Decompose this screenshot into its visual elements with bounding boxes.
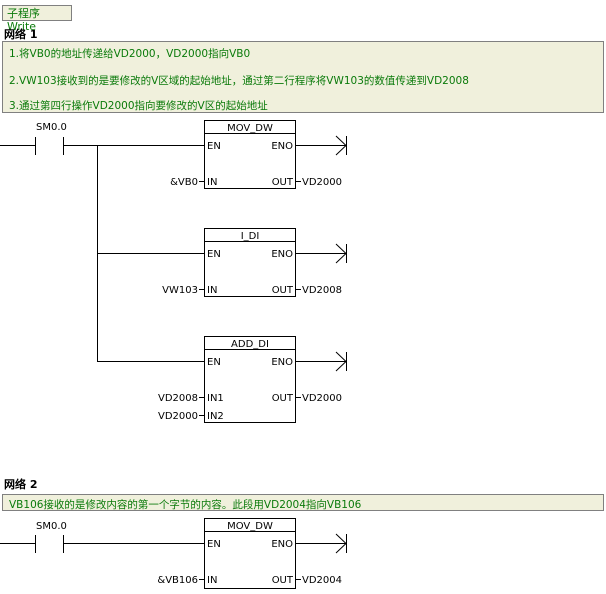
- box-add-di[interactable]: [204, 336, 296, 423]
- box-3-out-value[interactable]: VD2000: [302, 393, 342, 404]
- output-coil-arrow-3[interactable]: [335, 351, 347, 372]
- box-2-out-pin: OUT: [272, 285, 294, 296]
- network-2-comment[interactable]: VB106接收的是修改内容的第一个字节的内容。此段用VD2004指向VB106: [2, 494, 604, 511]
- box-1-name: MOV_DW: [227, 123, 273, 134]
- box-3-in1-pin: IN1: [207, 393, 224, 404]
- network-1-comment[interactable]: 1.将VB0的地址传递给VD2000，VD2000指向VB0 2.VW103接收…: [2, 41, 604, 113]
- contact-sm0-0-net2[interactable]: [35, 535, 64, 553]
- box-mov-dw-2[interactable]: [204, 518, 296, 589]
- box-4-en: EN: [207, 539, 221, 550]
- network-1-title[interactable]: 网络 1: [4, 28, 38, 41]
- network-1-comment-line-1: 1.将VB0的地址传递给VD2000，VD2000指向VB0: [9, 48, 251, 60]
- output-coil-arrow-2[interactable]: [335, 243, 347, 264]
- box-1-eno: ENO: [271, 141, 293, 152]
- box-2-en: EN: [207, 249, 221, 260]
- box-3-eno: ENO: [271, 357, 293, 368]
- box-1-out-pin: OUT: [272, 177, 294, 188]
- subroutine-title[interactable]: 子程序Write: [2, 5, 72, 33]
- box-3-in2-pin: IN2: [207, 411, 224, 422]
- box-4-in-pin: IN: [207, 575, 217, 586]
- contact-label-net1: SM0.0: [36, 122, 67, 133]
- contact-sm0-0[interactable]: [35, 137, 64, 155]
- subroutine-title-text: 子程序Write: [7, 7, 40, 33]
- network-2-rungs: [0, 518, 347, 589]
- contact-label-net2: SM0.0: [36, 521, 67, 532]
- box-2-name: I_DI: [241, 231, 260, 242]
- output-coil-arrow-4[interactable]: [335, 533, 347, 554]
- box-2-out-value[interactable]: VD2008: [302, 285, 342, 296]
- network-1-comment-line-2: 2.VW103接收到的是要修改的V区域的起始地址，通过第二行程序将VW103的数…: [9, 75, 469, 87]
- box-4-out-pin: OUT: [272, 575, 294, 586]
- box-i-di[interactable]: [204, 228, 296, 297]
- output-coil-arrow-1[interactable]: [335, 135, 347, 156]
- box-4-name: MOV_DW: [227, 521, 273, 532]
- box-3-out-pin: OUT: [272, 393, 294, 404]
- box-1-in-value[interactable]: &VB0: [170, 177, 198, 188]
- network-1-comment-line-3: 3.通过第四行操作VD2000指向要修改的V区的起始地址: [9, 100, 268, 112]
- box-1-en: EN: [207, 141, 221, 152]
- box-mov-dw-1[interactable]: [204, 120, 296, 189]
- box-3-in1-value[interactable]: VD2008: [158, 393, 198, 404]
- box-2-in-value[interactable]: VW103: [162, 285, 198, 296]
- box-3-name: ADD_DI: [231, 339, 269, 350]
- box-1-in-pin: IN: [207, 177, 217, 188]
- box-3-in2-value[interactable]: VD2000: [158, 411, 198, 422]
- network-1-rungs: [0, 120, 347, 423]
- network-2-comment-line-1: VB106接收的是修改内容的第一个字节的内容。此段用VD2004指向VB106: [9, 499, 362, 511]
- box-1-out-value[interactable]: VD2000: [302, 177, 342, 188]
- box-3-en: EN: [207, 357, 221, 368]
- network-2-title[interactable]: 网络 2: [4, 478, 38, 491]
- box-4-eno: ENO: [271, 539, 293, 550]
- box-4-out-value[interactable]: VD2004: [302, 575, 342, 586]
- box-4-in-value[interactable]: &VB106: [157, 575, 198, 586]
- box-2-eno: ENO: [271, 249, 293, 260]
- box-2-in-pin: IN: [207, 285, 217, 296]
